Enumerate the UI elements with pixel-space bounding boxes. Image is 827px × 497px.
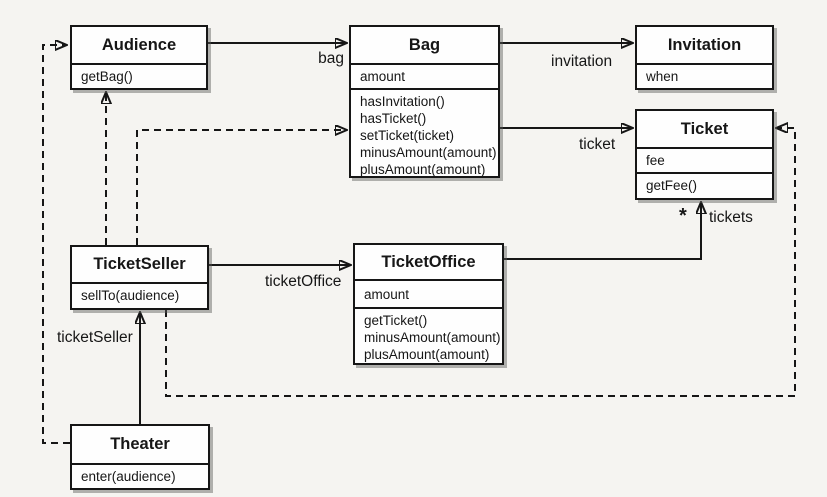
method-row: setTicket(ticket)	[360, 128, 455, 143]
method-row: getBag()	[81, 69, 133, 84]
method-row: sellTo(audience)	[81, 288, 180, 303]
class-box-ticketoffice: TicketOffice amount getTicket() minusAmo…	[353, 243, 504, 365]
methods-compartment-bag: hasInvitation() hasTicket() setTicket(ti…	[351, 90, 498, 177]
class-name-ticketseller: TicketSeller	[72, 247, 207, 284]
class-box-theater: Theater enter(audience)	[70, 424, 210, 490]
method-row: plusAmount(amount)	[360, 162, 486, 177]
methods-compartment-audience: getBag()	[72, 65, 206, 88]
edge-multiplicity-tickets: *	[679, 205, 687, 227]
method-row: minusAmount(amount)	[360, 145, 497, 160]
attribute-row: when	[646, 69, 679, 84]
edge-label-ticketoffice: ticketOffice	[265, 273, 342, 290]
attributes-compartment-bag: amount	[351, 65, 498, 90]
class-box-invitation: Invitation when	[635, 25, 774, 90]
method-row: hasTicket()	[360, 111, 427, 126]
class-name-audience: Audience	[72, 27, 206, 65]
attributes-compartment-ticket: fee	[637, 149, 772, 174]
method-row: minusAmount(amount)	[364, 330, 501, 345]
class-box-ticketseller: TicketSeller sellTo(audience)	[70, 245, 209, 310]
method-row: hasInvitation()	[360, 94, 445, 109]
methods-compartment-ticketoffice: getTicket() minusAmount(amount) plusAmou…	[355, 309, 502, 363]
methods-compartment-theater: enter(audience)	[72, 465, 208, 488]
method-row: getFee()	[646, 178, 698, 193]
method-row: enter(audience)	[81, 469, 176, 484]
edge-label-tickets: tickets	[709, 209, 753, 226]
edge-label-ticketseller: ticketSeller	[57, 329, 133, 346]
methods-compartment-ticket: getFee()	[637, 174, 772, 198]
attribute-row: amount	[364, 286, 410, 302]
dependency-ticketseller-bag	[136, 130, 346, 245]
method-row: plusAmount(amount)	[364, 347, 490, 362]
class-name-theater: Theater	[72, 426, 208, 465]
class-box-bag: Bag amount hasInvitation() hasTicket() s…	[349, 25, 500, 178]
class-name-ticket: Ticket	[637, 111, 772, 149]
attribute-row: fee	[646, 153, 665, 168]
dependency-theater-audience	[42, 45, 70, 444]
class-name-bag: Bag	[351, 27, 498, 65]
class-box-ticket: Ticket fee getFee()	[635, 109, 774, 200]
methods-compartment-ticketseller: sellTo(audience)	[72, 284, 207, 308]
attribute-row: amount	[360, 69, 406, 84]
association-ticketoffice-ticket	[504, 203, 701, 260]
dependency-ticketseller-ticket	[165, 128, 796, 397]
edge-label-invitation: invitation	[551, 53, 613, 70]
attributes-compartment-invitation: when	[637, 65, 772, 88]
method-row: getTicket()	[364, 313, 428, 328]
edge-label-ticket: ticket	[579, 136, 616, 153]
class-name-invitation: Invitation	[637, 27, 772, 65]
class-box-audience: Audience getBag()	[70, 25, 208, 90]
class-name-ticketoffice: TicketOffice	[355, 245, 502, 281]
edge-label-bag: bag	[318, 50, 344, 67]
attributes-compartment-ticketoffice: amount	[355, 281, 502, 309]
